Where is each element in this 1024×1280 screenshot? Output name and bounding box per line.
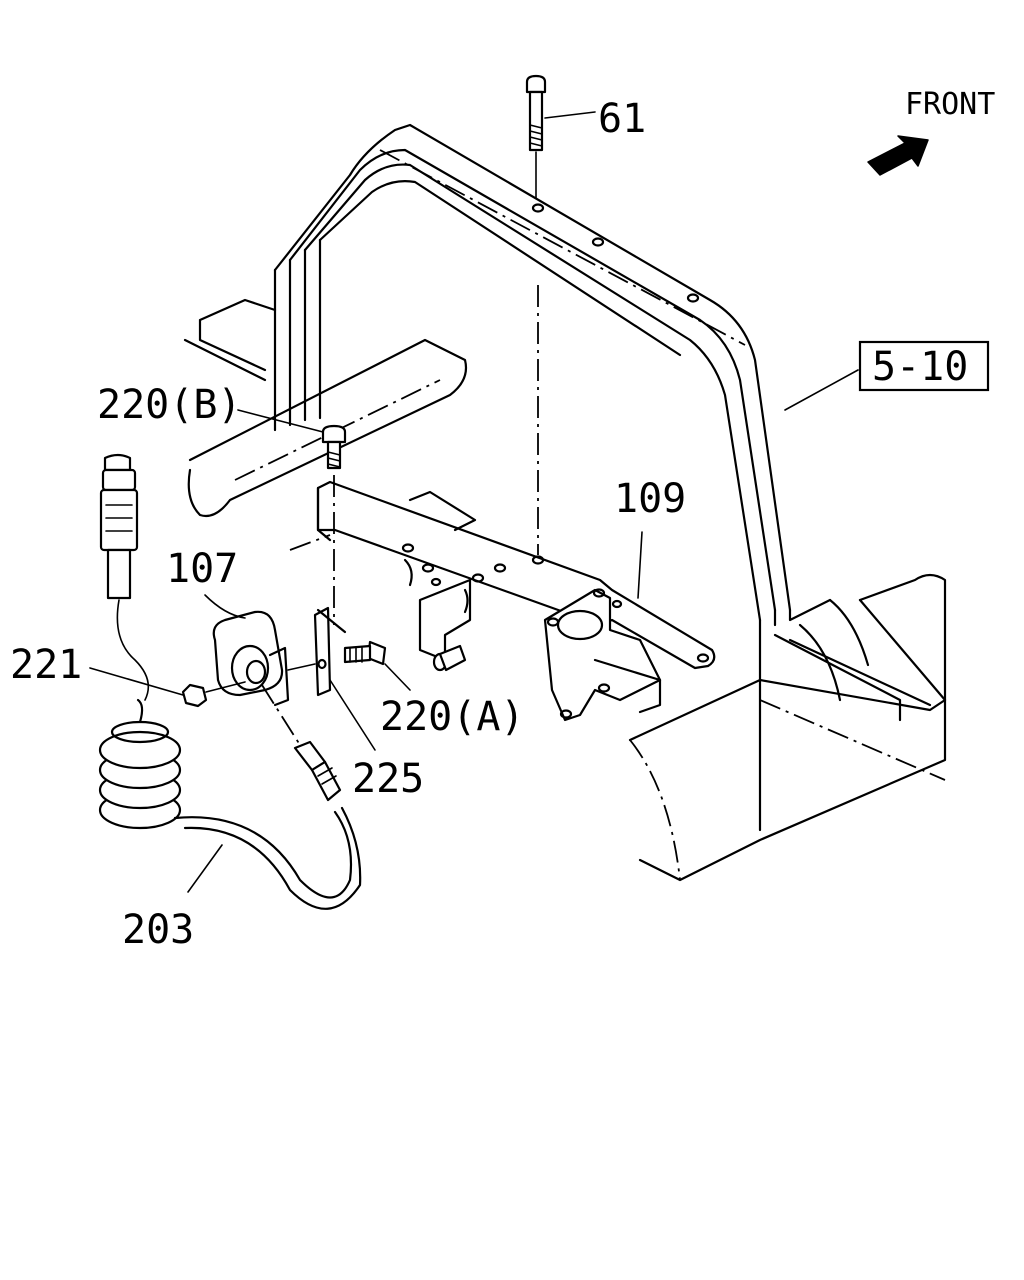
- clamp-107: [204, 594, 316, 707]
- spiral-hose-203: [98, 453, 362, 910]
- reference-box-frame: [858, 340, 990, 392]
- nut-221: [89, 667, 246, 708]
- leader-109: [637, 531, 643, 599]
- part-label-225: 225: [352, 756, 424, 802]
- part-label-107: 107: [166, 546, 238, 592]
- bolt-61: [525, 74, 596, 555]
- part-label-203: 203: [122, 907, 194, 953]
- bracket-assembly-109: [316, 480, 716, 722]
- part-label-221: 221: [10, 642, 82, 688]
- front-arrow-icon: [867, 135, 929, 176]
- front-label: FRONT: [905, 87, 995, 122]
- bolt-220a: [343, 640, 411, 691]
- cab-frame: [273, 123, 832, 832]
- bolt-220b: [237, 409, 347, 625]
- part-label-61: 61: [598, 96, 646, 142]
- part-label-220b: 220(B): [97, 382, 242, 428]
- leader-5-10: [784, 369, 859, 411]
- reference-box-label: 5-10: [872, 344, 968, 390]
- part-label-109: 109: [614, 476, 686, 522]
- part-label-220a: 220(A): [380, 694, 525, 740]
- bracket-225: [313, 606, 376, 751]
